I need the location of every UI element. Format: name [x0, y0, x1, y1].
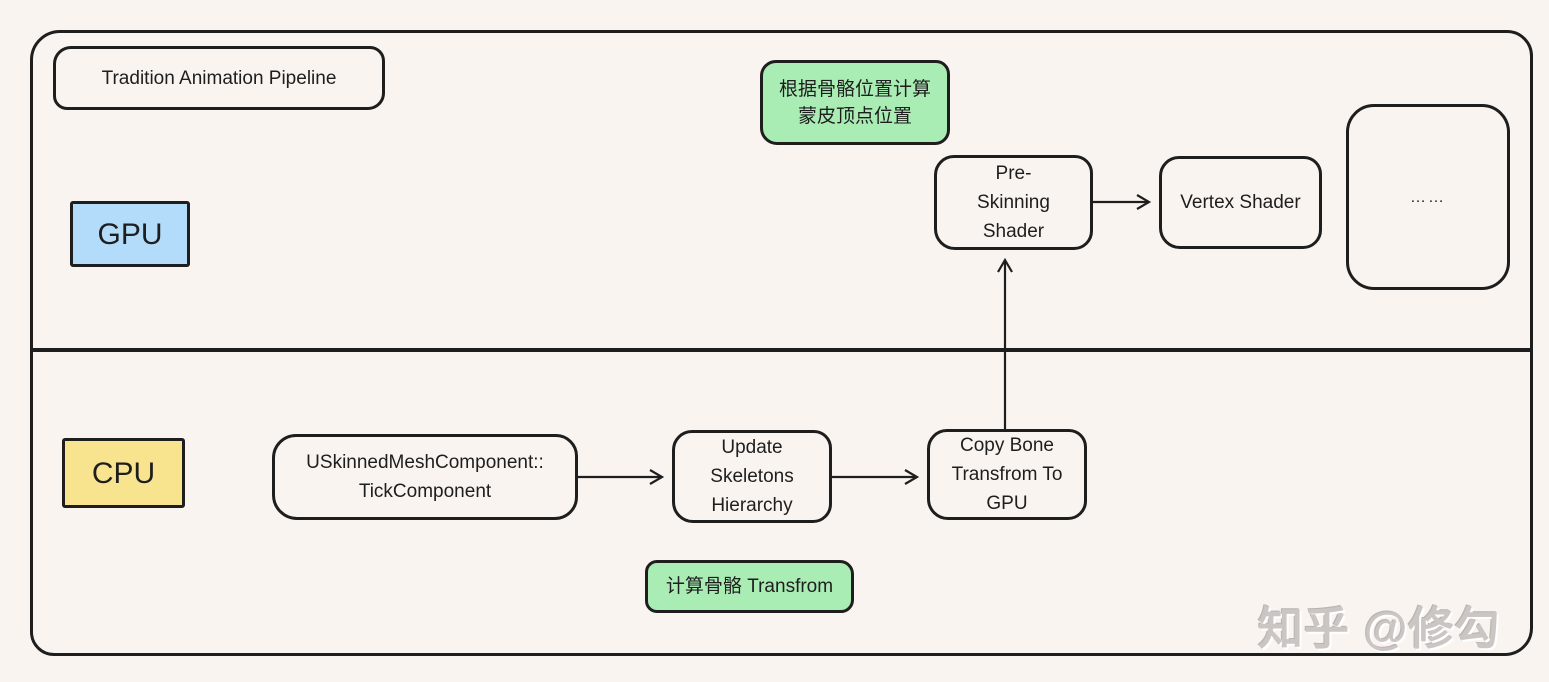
- node-copy-bone-transform: Copy Bone Transfrom To GPU: [927, 429, 1087, 520]
- gpu-cpu-lane-divider: [32, 348, 1531, 352]
- lane-label-gpu: GPU: [70, 201, 190, 267]
- note-cpu-transform-text: 计算骨骼 Transfrom: [665, 576, 834, 597]
- cpu-label: CPU: [91, 456, 156, 490]
- node-pre-skinning-shader-text: Pre- Skinning Shader: [977, 163, 1050, 242]
- node-more-stages-text: ……: [1410, 188, 1446, 206]
- node-vertex-shader: Vertex Shader: [1159, 156, 1322, 249]
- node-tick-component-text: USkinnedMeshComponent:: TickComponent: [306, 452, 544, 502]
- note-gpu-skinning: 根据骨骼位置计算 蒙皮顶点位置: [760, 60, 950, 145]
- node-tick-component: USkinnedMeshComponent:: TickComponent: [272, 434, 578, 520]
- node-vertex-shader-text: Vertex Shader: [1180, 192, 1301, 213]
- node-more-stages: ……: [1346, 104, 1510, 290]
- note-cpu-transform: 计算骨骼 Transfrom: [645, 560, 854, 613]
- gpu-label: GPU: [97, 217, 163, 251]
- pipeline-container: [30, 30, 1533, 656]
- note-gpu-skinning-text: 根据骨骼位置计算 蒙皮顶点位置: [778, 78, 931, 127]
- diagram-title: Tradition Animation Pipeline: [101, 67, 337, 89]
- lane-label-cpu: CPU: [62, 438, 185, 508]
- node-pre-skinning-shader: Pre- Skinning Shader: [934, 155, 1093, 250]
- zhihu-watermark: 知乎 @修勾: [1258, 603, 1501, 654]
- node-update-skeletons-text: Update Skeletons Hierarchy: [710, 437, 794, 516]
- node-update-skeletons: Update Skeletons Hierarchy: [672, 430, 832, 523]
- node-copy-bone-transform-text: Copy Bone Transfrom To GPU: [951, 435, 1063, 514]
- diagram-title-box: Tradition Animation Pipeline: [53, 46, 385, 110]
